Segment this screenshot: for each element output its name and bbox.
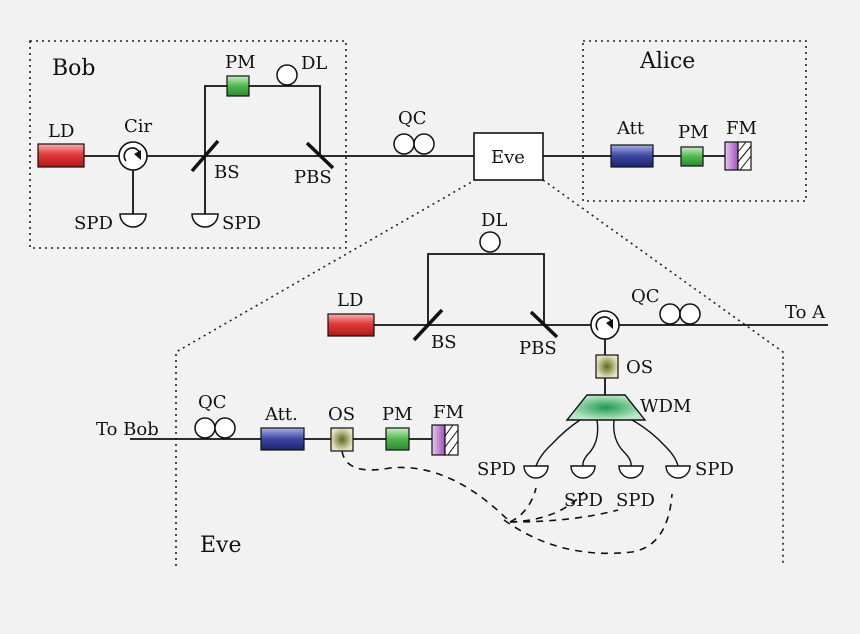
eve-faraday-mirror-icon bbox=[431, 424, 459, 456]
eve-qc-a-label: QC bbox=[631, 286, 660, 307]
eve-delay-label: DL bbox=[481, 210, 507, 231]
bob-pol-splitter-label: PBS bbox=[294, 167, 332, 188]
qc-label: QC bbox=[398, 108, 427, 129]
bob-region bbox=[29, 40, 347, 249]
eve-qc-bob-label: QC bbox=[198, 392, 227, 413]
qc-coil-icon bbox=[393, 133, 435, 155]
bob-phase-mod-label: PM bbox=[225, 52, 256, 73]
bob-laser bbox=[37, 143, 85, 168]
eve-qc-a-coil-icon bbox=[659, 303, 701, 325]
bob-detector-2-icon bbox=[191, 213, 219, 228]
bob-laser-label: LD bbox=[48, 121, 74, 142]
alice-region bbox=[582, 40, 807, 202]
eve-box-label: Eve bbox=[491, 147, 525, 168]
alice-attenuator-label: Att bbox=[616, 118, 645, 139]
bob-delay-label: DL bbox=[301, 53, 327, 74]
eve-optical-switch-left-label: OS bbox=[328, 404, 355, 425]
control-line-2 bbox=[509, 491, 585, 523]
eve-detector-4-icon bbox=[665, 465, 691, 479]
bob-detector-2-label: SPD bbox=[222, 213, 261, 234]
circulator-icon bbox=[118, 141, 148, 171]
eve-laser-label: LD bbox=[337, 290, 363, 311]
eve-qc-bob-coil-icon bbox=[194, 417, 236, 439]
eve-phase-mod-label: PM bbox=[382, 404, 413, 425]
eve-laser bbox=[327, 313, 375, 337]
eve-optical-switch-right-label: OS bbox=[626, 357, 653, 378]
control-line-1 bbox=[341, 450, 511, 523]
eve-delay-icon bbox=[479, 231, 501, 253]
bob-phase-mod bbox=[226, 75, 250, 97]
alice-phase-mod bbox=[680, 146, 704, 167]
eve-detector-3-icon bbox=[618, 465, 644, 479]
control-line-4 bbox=[503, 493, 673, 555]
alice-attenuator bbox=[610, 144, 654, 168]
eve-wdm-icon bbox=[565, 394, 647, 421]
eve-to-bob-label: To Bob bbox=[96, 419, 159, 440]
bob-delay-icon bbox=[276, 64, 298, 86]
control-line-3 bbox=[509, 509, 619, 523]
eve-detector-1-label: SPD bbox=[477, 459, 516, 480]
eve-optical-switch-left bbox=[330, 427, 354, 452]
bob-detector-1-label: SPD bbox=[74, 213, 113, 234]
eve-wdm-label: WDM bbox=[640, 396, 691, 417]
alice-faraday-label: FM bbox=[726, 118, 757, 139]
eve-to-a-label: To A bbox=[785, 302, 826, 323]
eve-detector-3-label: SPD bbox=[616, 490, 655, 511]
eve-region-label: Eve bbox=[200, 533, 242, 558]
eve-detector-4-label: SPD bbox=[695, 459, 734, 480]
alice-phase-mod-label: PM bbox=[678, 122, 709, 143]
bob-splitter-label: BS bbox=[214, 162, 240, 183]
eve-attenuator bbox=[260, 427, 305, 451]
bob-pol-splitter-icon bbox=[305, 141, 335, 170]
bob-detector-1-icon bbox=[119, 213, 147, 228]
eve-pol-splitter-icon bbox=[529, 310, 559, 339]
eve-detector-2-icon bbox=[570, 465, 596, 479]
eve-box bbox=[473, 132, 544, 181]
eve-circulator-icon bbox=[590, 310, 620, 340]
eve-splitter-icon bbox=[412, 308, 444, 342]
eve-pol-splitter-label: PBS bbox=[519, 338, 557, 359]
alice-region-label: Alice bbox=[639, 49, 695, 74]
eve-optical-switch-right bbox=[595, 354, 619, 379]
control-line-5 bbox=[509, 487, 537, 523]
bob-region-label: Bob bbox=[52, 56, 96, 81]
eve-phase-mod bbox=[385, 427, 410, 451]
eve-splitter-label: BS bbox=[431, 332, 457, 353]
eve-detector-2-label: SPD bbox=[564, 490, 603, 511]
alice-faraday-mirror-icon bbox=[724, 141, 752, 171]
eve-detector-1-icon bbox=[523, 465, 549, 479]
eve-zoom-outline bbox=[175, 179, 476, 566]
circulator-label: Cir bbox=[124, 116, 153, 137]
eve-faraday-label: FM bbox=[433, 402, 464, 423]
eve-attenuator-label: Att. bbox=[264, 404, 298, 425]
